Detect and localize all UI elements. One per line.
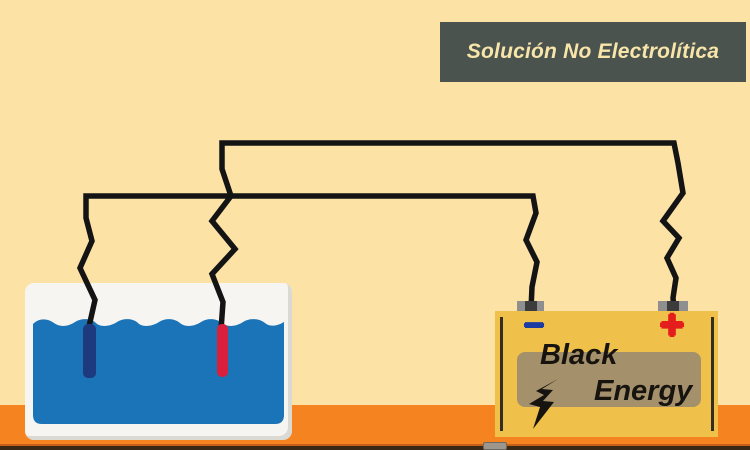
battery-plus-symbol: + — [659, 301, 685, 348]
battery: − + Black Energy — [495, 301, 718, 437]
battery-right-seam — [711, 317, 714, 431]
battery-brand-word-black: Black — [540, 339, 618, 371]
scrubber-handle[interactable] — [483, 442, 507, 450]
electrode-positive — [217, 324, 228, 377]
electrode-negative — [83, 324, 96, 378]
title-banner: Solución No Electrolítica — [440, 22, 746, 82]
bottom-bar — [0, 444, 750, 450]
battery-terminal-negative — [517, 301, 544, 311]
battery-minus-symbol: − — [523, 304, 545, 345]
battery-label-plate — [517, 352, 701, 407]
lightning-bolt-icon — [529, 379, 558, 429]
terminal-stub — [667, 301, 679, 311]
battery-brand-word-energy: Energy — [594, 375, 693, 407]
terminal-stub — [524, 301, 537, 311]
page-title: Solución No Electrolítica — [466, 40, 720, 63]
wire-negative-circuit — [76, 193, 540, 332]
battery-terminal-positive — [658, 301, 688, 311]
battery-left-seam — [500, 317, 503, 431]
wire-positive-circuit — [208, 140, 686, 331]
